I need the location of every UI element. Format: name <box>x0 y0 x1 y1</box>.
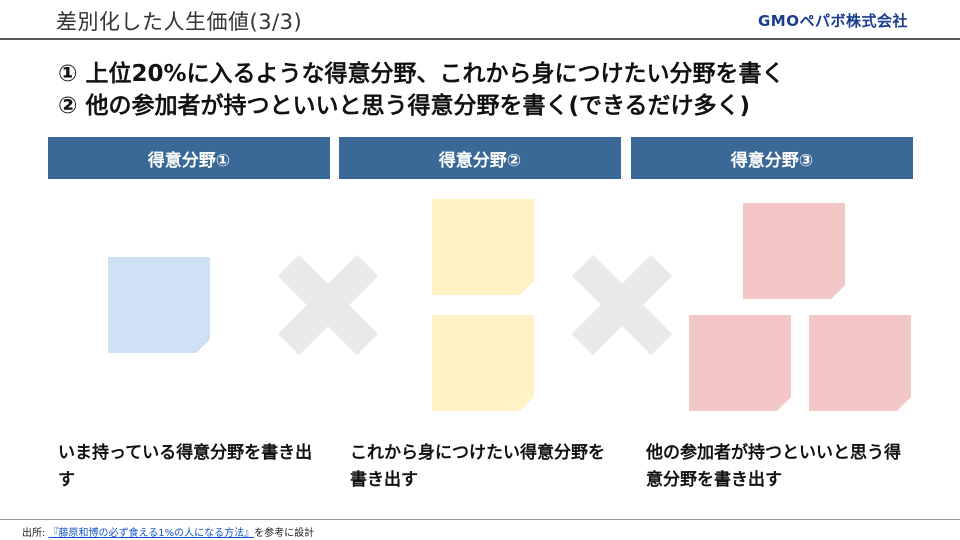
column-header-1: 得意分野① <box>48 137 330 179</box>
sticky-note-pink <box>809 315 911 411</box>
instruction-1: ① 上位20%に入るような得意分野、これから身につけたい分野を書く <box>58 61 785 87</box>
source-prefix: 出所: <box>22 528 49 539</box>
footer-divider <box>0 519 960 520</box>
column-caption-1: いま持っている得意分野を書き出す <box>58 443 313 490</box>
sticky-note-pink <box>743 203 845 299</box>
instruction-2: ② 他の参加者が持つといいと思う得意分野を書く(できるだけ多く) <box>58 93 751 119</box>
column-header-2: 得意分野② <box>339 137 621 179</box>
sticky-note-pink <box>689 315 791 411</box>
slide-title: 差別化した人生価値(3/3) <box>56 10 303 34</box>
sticky-note-yellow <box>432 199 534 295</box>
source-link[interactable]: 『藤原和博の必ず食える1%の人になる方法』 <box>48 528 255 539</box>
source-citation: 出所: 『藤原和博の必ず食える1%の人になる方法』を参考に設計 <box>22 524 314 539</box>
multiply-icon <box>571 254 673 356</box>
sticky-note-yellow <box>432 315 534 411</box>
title-divider <box>0 38 960 40</box>
multiply-icon <box>277 254 379 356</box>
source-suffix: を参考に設計 <box>254 528 315 539</box>
column-caption-2: これから身につけたい得意分野を書き出す <box>350 443 605 490</box>
column-header-3: 得意分野③ <box>631 137 913 179</box>
company-logo: GMOペパボ株式会社 <box>758 12 908 30</box>
column-caption-3: 他の参加者が持つといいと思う得意分野を書き出す <box>646 443 901 490</box>
sticky-note-blue <box>108 257 210 353</box>
